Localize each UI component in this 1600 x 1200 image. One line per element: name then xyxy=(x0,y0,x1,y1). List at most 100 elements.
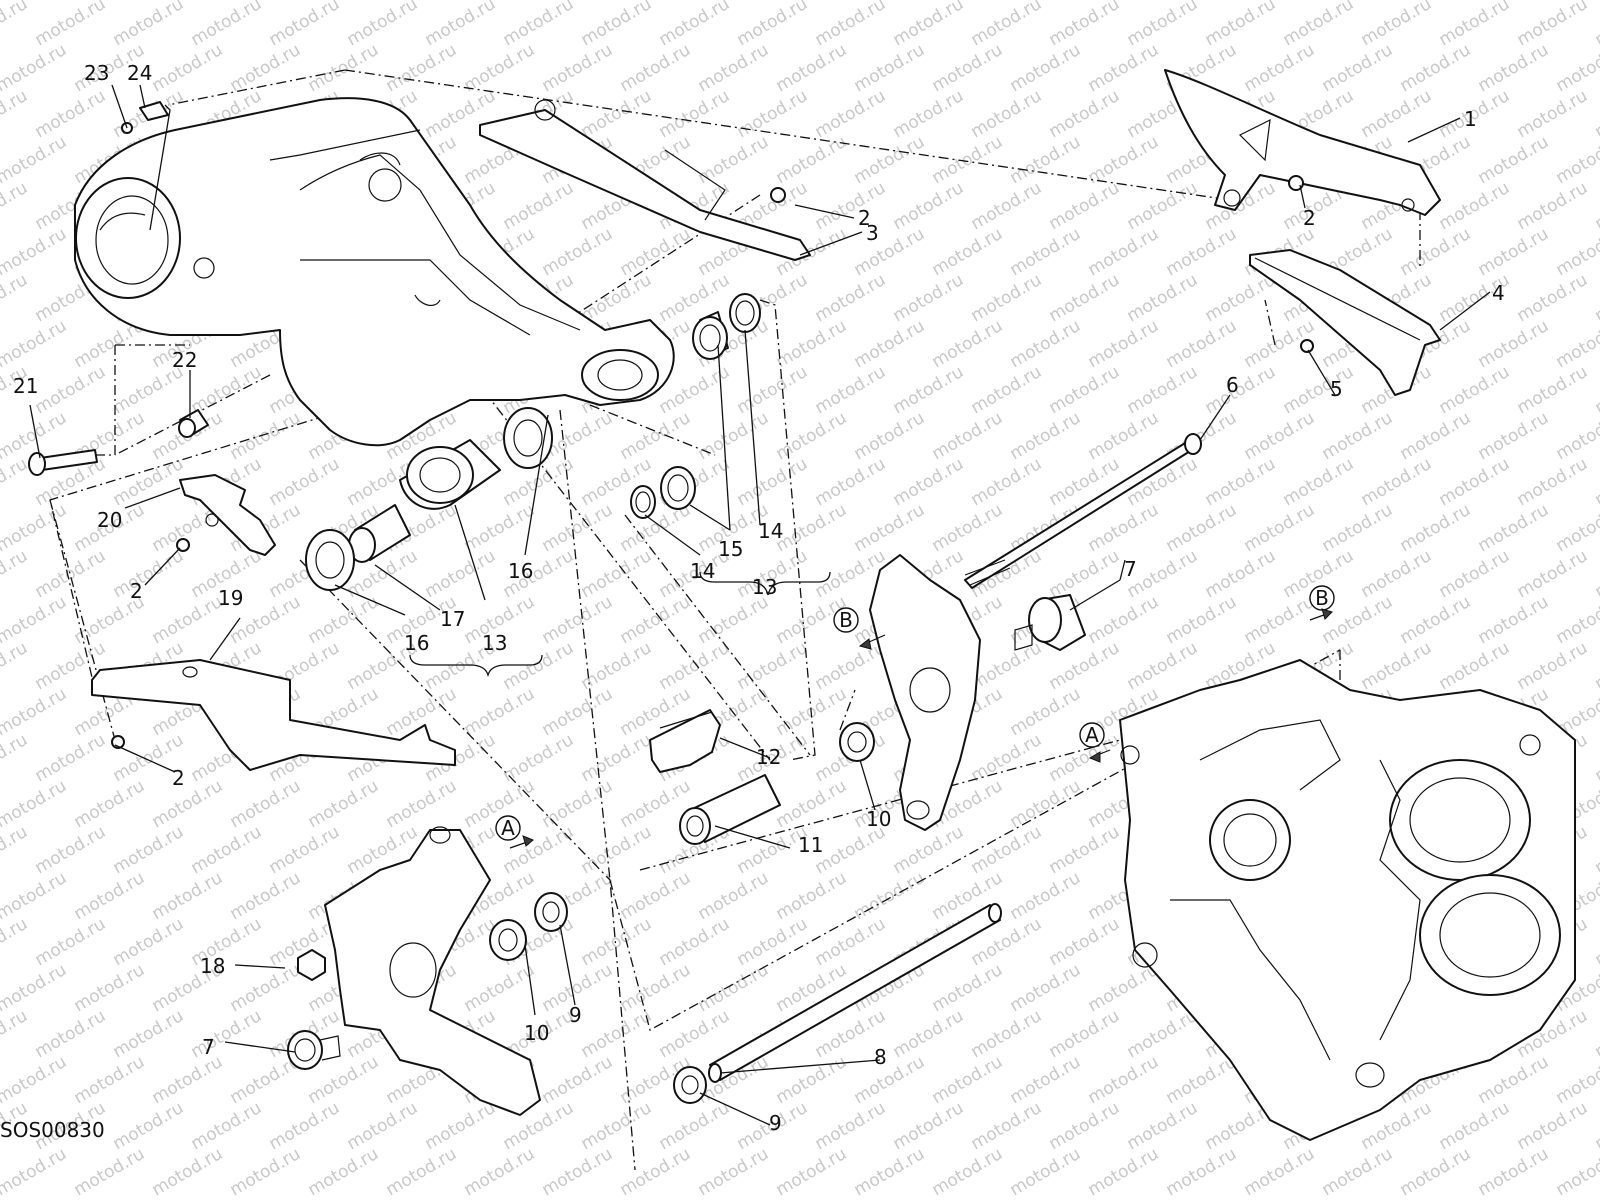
watermark-text: motod.ru xyxy=(1358,546,1436,602)
watermark-text: motod.ru xyxy=(110,546,188,602)
watermark-text: motod.ru xyxy=(1592,730,1600,786)
watermark-text: motod.ru xyxy=(461,1144,539,1200)
watermark-text: motod.ru xyxy=(0,1144,70,1200)
watermark-text: motod.ru xyxy=(890,270,968,326)
watermark-text: motod.ru xyxy=(1241,592,1319,648)
watermark-text: motod.ru xyxy=(32,546,110,602)
watermark-text: motod.ru xyxy=(0,454,31,510)
watermark-text: motod.ru xyxy=(32,730,110,786)
watermark-text: motod.ru xyxy=(695,1144,773,1200)
watermark-text: motod.ru xyxy=(539,776,617,832)
watermark-text: motod.ru xyxy=(1202,270,1280,326)
watermark-text: motod.ru xyxy=(0,224,70,280)
watermark-text: motod.ru xyxy=(617,960,695,1016)
part-label-5: 5 xyxy=(1330,377,1343,401)
watermark-text: motod.ru xyxy=(1007,224,1085,280)
watermark-text: motod.ru xyxy=(617,592,695,648)
watermark-text: motod.ru xyxy=(500,638,578,694)
chain-guard-lower xyxy=(91,659,456,771)
watermark-text: motod.ru xyxy=(1124,270,1202,326)
part-label-2d: 2 xyxy=(172,766,185,790)
watermark-text: motod.ru xyxy=(968,730,1046,786)
watermark-text: motod.ru xyxy=(695,592,773,648)
watermark-text: motod.ru xyxy=(1124,0,1202,50)
part-label-10b: 10 xyxy=(524,1021,549,1045)
watermark-text: motod.ru xyxy=(1007,1052,1085,1108)
watermark-text: motod.ru xyxy=(578,270,656,326)
watermark-text: motod.ru xyxy=(617,1144,695,1200)
watermark-text: motod.ru xyxy=(1241,1144,1319,1200)
watermark-text: motod.ru xyxy=(1475,500,1553,556)
watermark-text: motod.ru xyxy=(32,0,110,50)
watermark-text: motod.ru xyxy=(1124,178,1202,234)
watermark-text: motod.ru xyxy=(1358,638,1436,694)
watermark-text: motod.ru xyxy=(578,546,656,602)
watermark-text: motod.ru xyxy=(1202,0,1280,50)
watermark-text: motod.ru xyxy=(734,914,812,970)
watermark-text: motod.ru xyxy=(773,1052,851,1108)
watermark-text: motod.ru xyxy=(110,1006,188,1062)
watermark-text: motod.ru xyxy=(1163,592,1241,648)
part-label-20: 20 xyxy=(97,508,122,532)
watermark-text: motod.ru xyxy=(773,1144,851,1200)
watermark-text: motod.ru xyxy=(110,914,188,970)
watermark-text: motod.ru xyxy=(968,1006,1046,1062)
watermark-text: motod.ru xyxy=(1163,1052,1241,1108)
watermark-text: motod.ru xyxy=(1475,592,1553,648)
watermark-text: motod.ru xyxy=(1007,684,1085,740)
watermark-text: motod.ru xyxy=(773,316,851,372)
watermark-text: motod.ru xyxy=(266,0,344,50)
watermark-text: motod.ru xyxy=(578,1006,656,1062)
eccentric-plate-right xyxy=(869,554,981,831)
part-label-22: 22 xyxy=(172,348,197,372)
watermark-text: motod.ru xyxy=(1280,362,1358,418)
watermark-text: motod.ru xyxy=(1241,500,1319,556)
watermark-text: motod.ru xyxy=(695,40,773,96)
watermark-text: motod.ru xyxy=(773,868,851,924)
watermark-text: motod.ru xyxy=(734,0,812,50)
watermark-text: motod.ru xyxy=(0,960,70,1016)
watermark-text: motod.ru xyxy=(149,1144,227,1200)
watermark-text: motod.ru xyxy=(539,684,617,740)
part-label-24: 24 xyxy=(127,61,152,85)
watermark-text: motod.ru xyxy=(1475,1144,1553,1200)
watermark-text: motod.ru xyxy=(1046,1098,1124,1154)
watermark-text: motod.ru xyxy=(656,638,734,694)
watermark-text: motod.ru xyxy=(1397,1144,1475,1200)
watermark-text: motod.ru xyxy=(734,454,812,510)
watermark-text: motod.ru xyxy=(812,86,890,142)
watermark-text: motod.ru xyxy=(1046,822,1124,878)
watermark-text: motod.ru xyxy=(1007,960,1085,1016)
watermark-text: motod.ru xyxy=(1319,1144,1397,1200)
part-label-9b: 9 xyxy=(769,1111,782,1135)
watermark-text: motod.ru xyxy=(851,500,929,556)
watermark-text: motod.ru xyxy=(149,592,227,648)
watermark-text: motod.ru xyxy=(695,408,773,464)
watermark-text: motod.ru xyxy=(1124,638,1202,694)
watermark-text: motod.ru xyxy=(1592,1098,1600,1154)
watermark-text: motod.ru xyxy=(305,40,383,96)
watermark-text: motod.ru xyxy=(149,1052,227,1108)
watermark-text: motod.ru xyxy=(0,132,70,188)
watermark-text: motod.ru xyxy=(1514,0,1592,50)
watermark-text: motod.ru xyxy=(1007,132,1085,188)
part-number-labels: 1 2 2 2 2 3 4 5 6 7 7 8 9 9 10 10 11 12 … xyxy=(13,61,1505,1135)
watermark-text: motod.ru xyxy=(32,914,110,970)
watermark-text: motod.ru xyxy=(1046,86,1124,142)
watermark-text: motod.ru xyxy=(1007,776,1085,832)
watermark-text: motod.ru xyxy=(929,40,1007,96)
watermark-text: motod.ru xyxy=(1085,224,1163,280)
watermark-text: motod.ru xyxy=(539,1052,617,1108)
watermark-text: motod.ru xyxy=(1436,638,1514,694)
watermark-text: motod.ru xyxy=(422,1098,500,1154)
watermark-text: motod.ru xyxy=(1514,86,1592,142)
spindle-6 xyxy=(964,433,1202,589)
watermark-text: motod.ru xyxy=(1592,270,1600,326)
watermark-text: motod.ru xyxy=(500,0,578,50)
watermark-text: motod.ru xyxy=(773,500,851,556)
watermark-text: motod.ru xyxy=(110,822,188,878)
watermark-text: motod.ru xyxy=(1202,454,1280,510)
watermark-text: motod.ru xyxy=(851,408,929,464)
part-label-4: 4 xyxy=(1492,281,1505,305)
watermark-text: motod.ru xyxy=(1007,1144,1085,1200)
